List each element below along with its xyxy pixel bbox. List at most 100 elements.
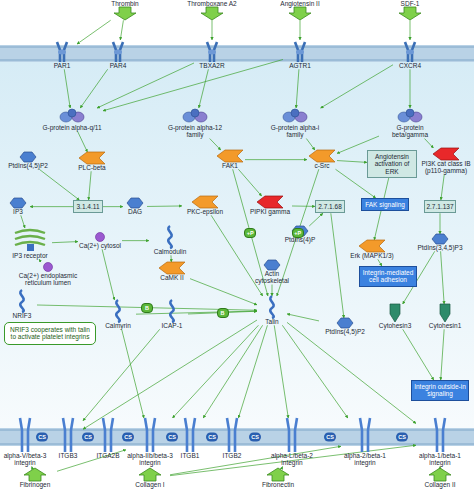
receptor-symbol xyxy=(112,40,124,62)
cytoplasm xyxy=(0,62,474,428)
integrin-shape xyxy=(103,418,113,452)
gef-protein: Cytohesin3 xyxy=(375,304,415,329)
node-label: PLC-beta xyxy=(72,164,112,171)
signal-connector xyxy=(281,467,283,468)
er-receptor-shape xyxy=(15,236,45,239)
signal-connector xyxy=(21,215,25,228)
receptor: AGTR1 xyxy=(283,40,317,69)
node-label: Cytohesin3 xyxy=(375,322,415,329)
signal-connector xyxy=(238,325,267,418)
kinase-symbol xyxy=(217,150,243,162)
ion-shape xyxy=(44,263,53,272)
integrin: alpha-V/beta-3 integrin xyxy=(2,418,48,467)
integrin-symbol xyxy=(226,418,238,452)
node-label: Erk (MAPK1/3) xyxy=(350,252,394,259)
signal-connector xyxy=(321,65,393,108)
small-molecule-symbol xyxy=(127,198,143,208)
enzyme-box: 3.1.4.11 xyxy=(73,200,103,213)
g-protein-shape xyxy=(68,109,76,117)
ligand-symbol xyxy=(288,7,312,20)
node-label: PtdIns(4,5)P2 xyxy=(319,328,371,335)
node-label: TBXA2R xyxy=(194,62,230,69)
membrane-marker: CS xyxy=(249,433,261,442)
signal-connector xyxy=(190,279,257,305)
signal-connector xyxy=(309,213,323,226)
node-label: G-protein alpha-i family xyxy=(264,124,326,139)
ligand: Angiotensin II xyxy=(273,0,327,20)
note-box: NRIF3 cooperates with talin to activate … xyxy=(4,322,96,345)
ligand-symbol xyxy=(266,468,290,481)
small-molecule: Actin cytoskeletal xyxy=(250,260,294,285)
node-label: G-protein alpha-q/11 xyxy=(41,124,103,131)
node-label: SDF-1 xyxy=(390,0,430,7)
node-label: 2.7.1.137 xyxy=(426,203,454,210)
kinase: PLC-beta xyxy=(72,152,112,171)
node-label: Angiotensin II xyxy=(273,0,327,7)
node-label: CXCR4 xyxy=(393,62,427,69)
signal-connector xyxy=(136,311,257,314)
small-molecule: PtdIns(4,5)P2 xyxy=(3,152,53,169)
kinase-symbol xyxy=(159,262,185,274)
receptor-shape xyxy=(113,42,123,62)
ion: Ca(2+) endoplasmic reticulum lumen xyxy=(10,262,86,287)
lipid-kinase-symbol xyxy=(257,196,283,208)
receptor-shape xyxy=(406,50,414,55)
node-label: 3.1.4.11 xyxy=(75,203,101,210)
integrin-shape xyxy=(360,418,370,452)
ligand-symbol xyxy=(113,7,137,20)
enzyme-box: 2.7.1.68 xyxy=(315,200,345,213)
integrin-shape xyxy=(145,418,155,452)
signal-connector xyxy=(172,325,258,418)
signal-connector xyxy=(199,69,209,108)
lipid-kinase-shape xyxy=(257,196,283,208)
node-label: ITGB2 xyxy=(217,452,247,459)
integrin-shape xyxy=(227,418,237,452)
node-label: AGTR1 xyxy=(283,62,317,69)
kinase: PKC-epsilon xyxy=(182,196,228,215)
protein-symbol xyxy=(164,226,176,248)
ligand-shape xyxy=(289,7,311,20)
node-label: alpha-IIb/beta-3 integrin xyxy=(126,452,174,467)
signal-connector xyxy=(403,329,434,380)
gef-protein-shape xyxy=(390,304,400,322)
g-protein-symbol xyxy=(397,108,423,124)
node-label: alpha-L/beta-2 integrin xyxy=(268,452,316,467)
small-molecule-symbol xyxy=(432,234,448,244)
membrane-marker: CS xyxy=(122,433,134,442)
signal-connector xyxy=(245,159,307,160)
signal-connector xyxy=(80,69,107,108)
receptor: CXCR4 xyxy=(393,40,427,69)
receptor-shape xyxy=(208,50,216,55)
integrin: ITGB1 xyxy=(175,418,205,459)
g-protein-symbol xyxy=(282,108,308,124)
node-label: Ca(2+) endoplasmic reticulum lumen xyxy=(10,272,86,287)
integrin-symbol xyxy=(144,418,156,452)
g-protein-shape xyxy=(406,109,414,117)
protein: ICAP-1 xyxy=(156,300,188,329)
signal-connector xyxy=(378,259,382,266)
node-label: NRIF3 xyxy=(7,312,37,319)
ligand-shape xyxy=(139,468,161,481)
node-label: Calmyrin xyxy=(100,322,136,329)
node-label: Actin cytoskeletal xyxy=(250,270,294,285)
signal-connector xyxy=(170,446,341,475)
ion: Ca(2+) cytosol xyxy=(78,232,122,249)
signal-connector xyxy=(287,322,416,423)
signal-connector xyxy=(212,20,213,40)
node-label: PI3K cat class IB (p110-gamma) xyxy=(418,160,474,175)
receptor: PAR4 xyxy=(103,40,133,69)
node-label: Collagen II xyxy=(418,481,462,488)
small-molecule-shape xyxy=(10,198,26,208)
membrane-marker: CS xyxy=(324,433,336,442)
node-label: Calmodulin xyxy=(149,248,191,255)
integrin-symbol xyxy=(184,418,196,452)
small-molecule-symbol xyxy=(264,260,280,270)
signal-connector xyxy=(103,206,123,207)
process-box: Integrin outside-in signaling xyxy=(411,380,469,401)
ligand: Fibrinogen xyxy=(13,468,57,488)
ligand: Fibronectin xyxy=(256,468,300,488)
signal-connector xyxy=(103,59,283,110)
ligand-symbol xyxy=(398,7,422,20)
ion-shape xyxy=(96,233,105,242)
signal-connector xyxy=(441,329,444,380)
